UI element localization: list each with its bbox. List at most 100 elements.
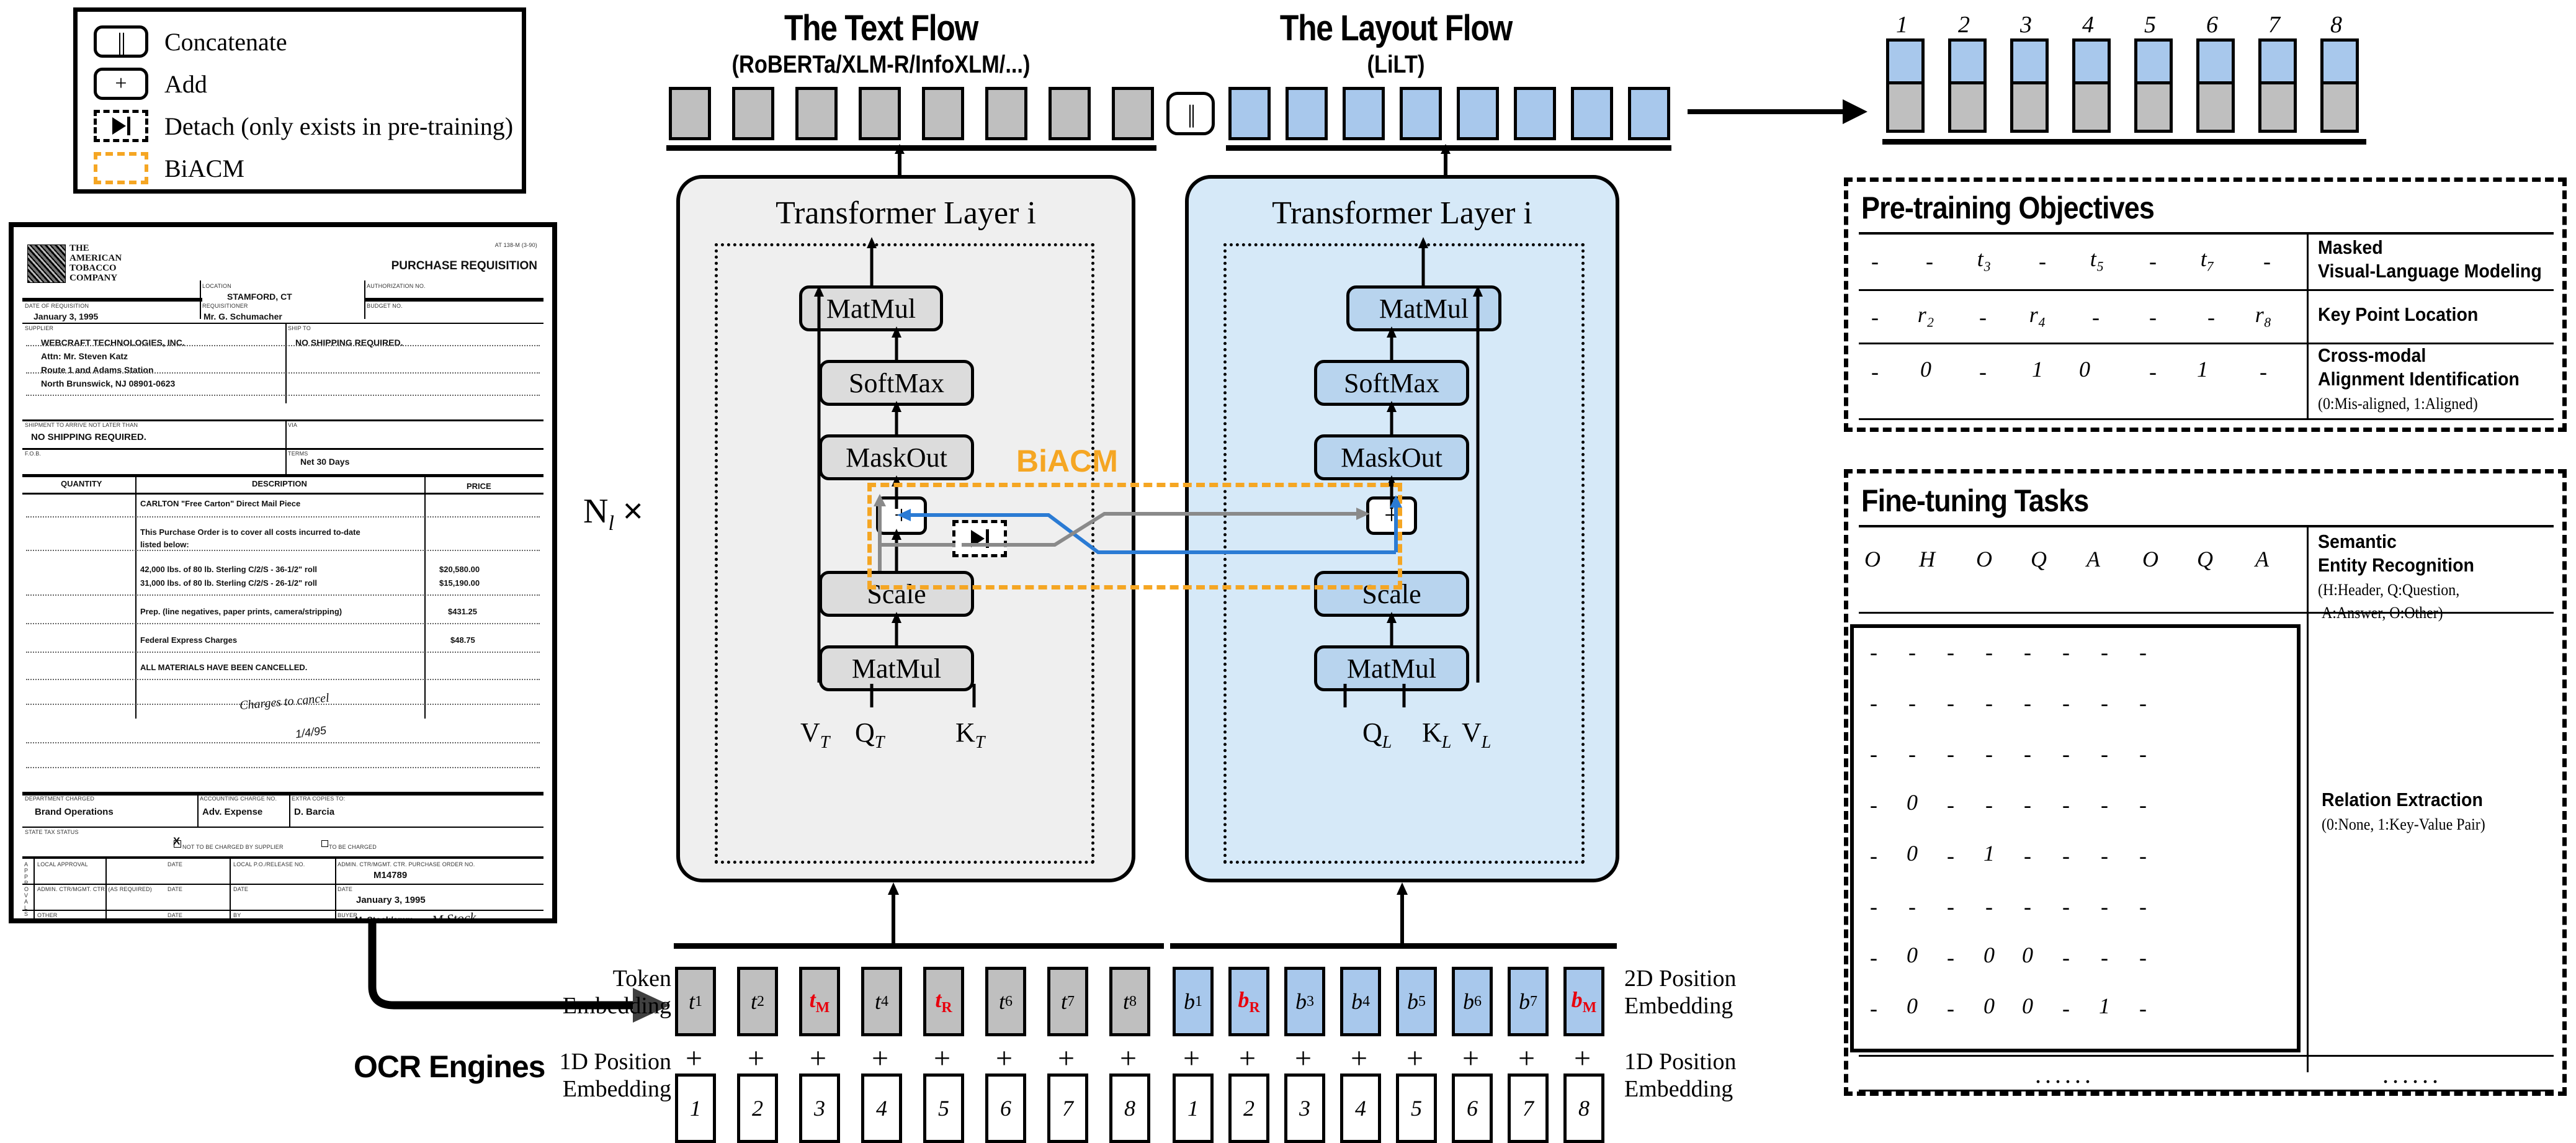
re-cell: -	[2139, 894, 2147, 919]
layout-position: 6	[1452, 1074, 1493, 1143]
layout-scale: Scale	[1314, 571, 1469, 617]
local-approval-label: LOCAL APPROVAL	[37, 861, 88, 867]
layout-token-masked: bM	[1563, 967, 1604, 1036]
re-cell: -	[1908, 894, 1916, 919]
legend-item-add: + Add	[94, 63, 522, 105]
pt-cell: t₅	[2090, 246, 2104, 271]
table-row: 42,000 lbs. of 80 lb. Sterling C/2/S - 3…	[140, 565, 318, 574]
output-stack-bar	[2072, 38, 2111, 133]
add-icon: +	[94, 68, 148, 100]
concat-symbol: ||	[1187, 99, 1196, 128]
date-label: DATE OF REQUISITION	[25, 303, 89, 309]
table-row: 31,000 lbs. of 80 lb. Sterling C/2/S - 2…	[140, 578, 318, 588]
acct-value: Adv. Expense	[202, 807, 263, 817]
output-token-text	[922, 87, 964, 140]
pt-cell: 1	[2032, 357, 2043, 382]
re-cell: 0	[1983, 993, 1995, 1018]
re-cell: -	[2024, 640, 2031, 665]
pt-cell: -	[1979, 305, 1987, 329]
ser-cell: O	[1976, 547, 1992, 572]
layout-matmul-top: MatMul	[1346, 285, 1501, 331]
repeat-subscript: l	[608, 512, 614, 536]
finetuning-panel	[1844, 469, 2567, 1096]
re-cell: -	[1985, 894, 1993, 919]
bar-index: 3	[2020, 12, 2032, 38]
ellipsis-right: ......	[2382, 1060, 2442, 1088]
re-cell: -	[1985, 691, 1993, 715]
layout-position: 5	[1396, 1074, 1437, 1143]
re-cell: -	[1947, 640, 1954, 665]
layout-position: 7	[1508, 1074, 1549, 1143]
bar-index: 2	[1958, 12, 1970, 38]
text-maskout: MaskOut	[819, 434, 974, 480]
bar-text-part	[2199, 81, 2232, 130]
divider	[1859, 418, 2554, 420]
handwriting-date: 1/4/95	[294, 724, 328, 741]
bar-index: 5	[2144, 12, 2156, 38]
text-flow-subtitle: (RoBERTa/XLM-R/InfoXLM/...)	[731, 51, 1031, 78]
re-cell: -	[2139, 640, 2147, 665]
bar-text-part	[1889, 81, 1921, 130]
re-cell: 0	[1983, 943, 1995, 967]
checkbox-not-charged[interactable]	[174, 840, 181, 848]
re-cell: -	[1908, 640, 1916, 665]
re-cell: 1	[1983, 841, 1995, 866]
layout-embed-bar	[1170, 943, 1617, 949]
pt-cell: -	[2039, 249, 2046, 274]
date-label-3: DATE	[233, 886, 249, 892]
pt-cell: -	[1926, 249, 1933, 274]
layout-matmul-bottom: MatMul	[1314, 645, 1469, 691]
layout-position: 2	[1228, 1074, 1269, 1143]
ser-cell: Q	[2031, 547, 2047, 572]
budget-label: BUDGET NO.	[367, 303, 403, 309]
plus-sign: +	[1462, 1042, 1480, 1075]
supplier-line-1: Attn: Mr. Steven Katz	[41, 351, 128, 361]
pt-cell: -	[1871, 359, 1879, 384]
re-cell: -	[1985, 742, 1993, 766]
pt-cell: -	[2149, 249, 2157, 274]
text-token-masked: tM	[799, 967, 840, 1036]
text-scale: Scale	[819, 571, 974, 617]
table-price: $48.75	[450, 635, 475, 645]
date-label-4: DATE	[338, 886, 353, 892]
text-softmax: SoftMax	[819, 360, 974, 406]
re-cell: -	[2139, 792, 2147, 817]
re-cell: -	[1870, 996, 1877, 1021]
legend-item-detach: Detach (only exists in pre-training)	[94, 105, 522, 147]
plus-sign: +	[1351, 1042, 1368, 1075]
biacm-label: BiACM	[1016, 444, 1118, 478]
output-stack-bar	[2320, 38, 2359, 133]
legend-label-concatenate: Concatenate	[164, 27, 287, 56]
pt-task-note: (0:Mis-aligned, 1:Aligned)	[2318, 394, 2478, 413]
text-matmul-bottom: MatMul	[819, 645, 974, 691]
finetuning-title: Fine-tuning Tasks	[1861, 483, 2089, 518]
checkbox-to-be-charged[interactable]	[321, 840, 328, 847]
to-output-bars-arrow	[1688, 99, 1867, 124]
bar-index: 1	[1896, 12, 1908, 38]
output-token-text	[859, 87, 901, 140]
tax-option-2: TO BE CHARGED	[329, 844, 377, 850]
output-token-text	[985, 87, 1027, 140]
table-price: $20,580.00	[439, 565, 480, 574]
output-token-text	[1049, 87, 1091, 140]
form-title: PURCHASE REQUISITION	[391, 259, 537, 272]
re-cell: -	[2024, 792, 2031, 817]
re-cell: -	[2101, 691, 2108, 715]
bar-index: 8	[2330, 12, 2342, 38]
location-value: STAMFORD, CT	[227, 292, 292, 302]
plus-sign: +	[1183, 1042, 1201, 1075]
col-quantity: QUANTITY	[61, 479, 102, 488]
re-cell: -	[2139, 945, 2147, 970]
re-cell: -	[1947, 894, 1954, 919]
output-token-layout	[1571, 87, 1613, 140]
output-token-layout	[1400, 87, 1442, 140]
concat-bars-glyph: ||	[117, 27, 126, 56]
re-cell: -	[1870, 843, 1877, 868]
layout-output-arrow	[1441, 144, 1451, 180]
bar-text-part	[2013, 81, 2046, 130]
